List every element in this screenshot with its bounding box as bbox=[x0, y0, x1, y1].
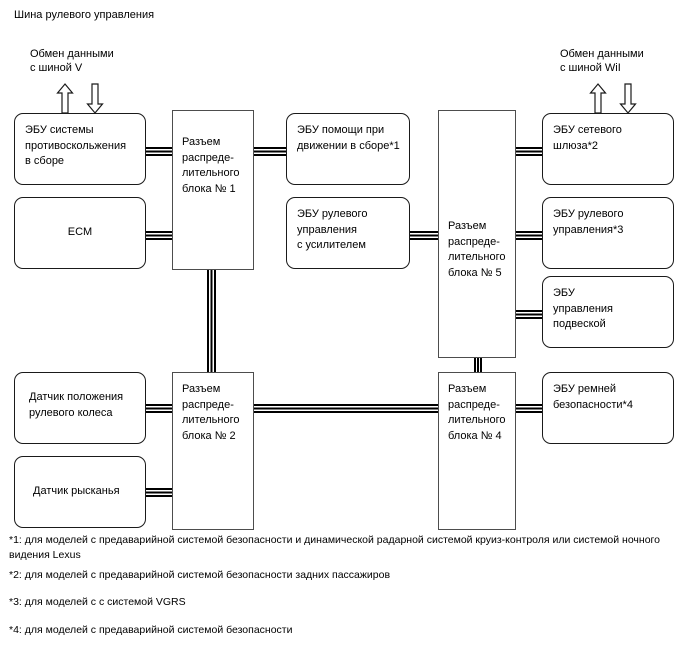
bus-wil-exchange-label: Обмен данными с шиной WiI bbox=[560, 48, 644, 74]
bus-jb4-seatbelt bbox=[512, 404, 546, 413]
ecu-yaw-rate-sensor-label: Датчик рысканья bbox=[33, 485, 120, 497]
ecu-steering-angle-sensor-label: Датчик положения рулевого колеса bbox=[29, 391, 124, 419]
junction-block-5-label: Разъем распреде- лительного блока № 5 bbox=[448, 220, 506, 279]
arrow-down-icon-right bbox=[619, 83, 637, 114]
junction-block-1[interactable]: Разъем распреде- лительного блока № 1 bbox=[172, 110, 254, 270]
ecu-power-steering-label: ЭБУ рулевого управления с усилителем bbox=[297, 208, 368, 251]
ecu-ecm[interactable]: ECM bbox=[14, 197, 146, 269]
arrow-down-icon bbox=[86, 83, 104, 114]
arrow-up-icon-right bbox=[589, 83, 607, 114]
ecu-drive-assist[interactable]: ЭБУ помощи при движении в сборе*1 bbox=[286, 113, 410, 185]
ecu-suspension-control-label: ЭБУ управления подвеской bbox=[553, 287, 613, 330]
ecu-gateway-label: ЭБУ сетевого шлюза*2 bbox=[553, 124, 622, 152]
footnote-1: *1: для моделей с предаварийной системой… bbox=[9, 534, 660, 561]
ecu-suspension-control[interactable]: ЭБУ управления подвеской bbox=[542, 276, 674, 348]
bus-steering-sensor-jb2 bbox=[140, 404, 178, 413]
ecu-steering-control[interactable]: ЭБУ рулевого управления*3 bbox=[542, 197, 674, 269]
arrow-up-icon bbox=[56, 83, 74, 114]
ecu-drive-assist-label: ЭБУ помощи при движении в сборе*1 bbox=[297, 124, 400, 152]
bus-jb5-jb4 bbox=[474, 354, 482, 376]
bus-jb5-gateway bbox=[512, 147, 546, 156]
junction-block-2[interactable]: Разъем распреде- лительного блока № 2 bbox=[172, 372, 254, 530]
footnote-3: *3: для моделей с с системой VGRS bbox=[9, 596, 186, 608]
ecu-abs-label: ЭБУ системы противоскольжения в сборе bbox=[25, 124, 127, 167]
ecu-power-steering[interactable]: ЭБУ рулевого управления с усилителем bbox=[286, 197, 410, 269]
junction-block-1-label: Разъем распреде- лительного блока № 1 bbox=[182, 136, 240, 195]
bus-jb5-steering-ecu bbox=[512, 231, 546, 240]
ecu-yaw-rate-sensor[interactable]: Датчик рысканья bbox=[14, 456, 146, 528]
bus-jb1-jb2 bbox=[207, 266, 216, 376]
bus-v-exchange-label: Обмен данными с шиной V bbox=[30, 48, 114, 74]
footnote-2: *2: для моделей с предаварийной системой… bbox=[9, 569, 391, 581]
bus-power-steering-jb5 bbox=[405, 231, 447, 240]
ecu-gateway[interactable]: ЭБУ сетевого шлюза*2 bbox=[542, 113, 674, 185]
junction-block-4-label: Разъем распреде- лительного блока № 4 bbox=[448, 383, 506, 442]
bus-jb1-drive-assist bbox=[248, 147, 292, 156]
junction-block-2-label: Разъем распреде- лительного блока № 2 bbox=[182, 383, 240, 442]
page-title: Шина рулевого управления bbox=[14, 9, 155, 21]
ecu-steering-control-label: ЭБУ рулевого управления*3 bbox=[553, 208, 624, 236]
junction-block-4[interactable]: Разъем распреде- лительного блока № 4 bbox=[438, 372, 516, 530]
ecu-abs[interactable]: ЭБУ системы противоскольжения в сборе bbox=[14, 113, 146, 185]
ecu-seatbelt-label: ЭБУ ремней безопасности*4 bbox=[553, 383, 633, 411]
ecu-steering-angle-sensor[interactable]: Датчик положения рулевого колеса bbox=[14, 372, 146, 444]
ecu-seatbelt[interactable]: ЭБУ ремней безопасности*4 bbox=[542, 372, 674, 444]
bus-abs-jb1 bbox=[140, 147, 178, 156]
bus-jb5-suspension bbox=[512, 310, 546, 319]
junction-block-5[interactable]: Разъем распреде- лительного блока № 5 bbox=[438, 110, 516, 358]
ecu-ecm-label: ECM bbox=[67, 226, 93, 238]
bus-yaw-sensor-jb2 bbox=[140, 488, 178, 497]
bus-jb2-jb4 bbox=[248, 404, 448, 413]
footnote-4: *4: для моделей с предаварийной системой… bbox=[9, 624, 293, 636]
bus-ecm-jb1 bbox=[140, 231, 178, 240]
